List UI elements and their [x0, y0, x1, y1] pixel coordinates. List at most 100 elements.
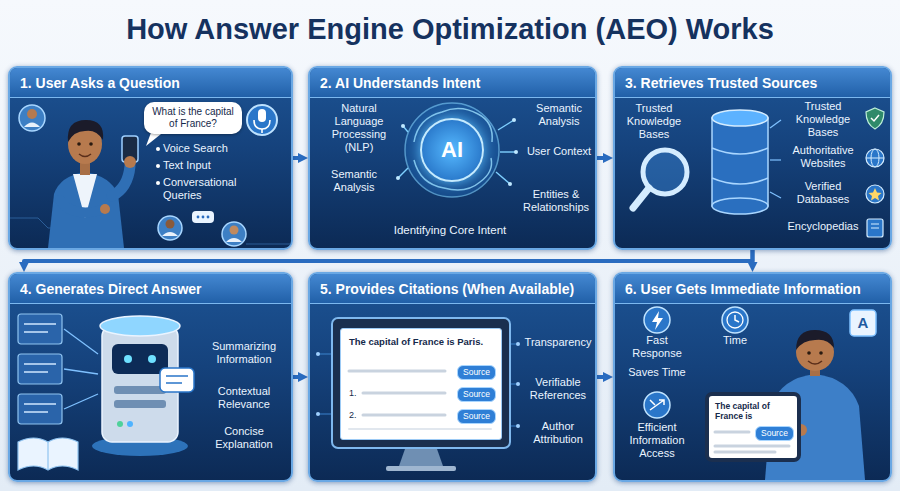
- avatar-icon: [24, 123, 40, 128]
- microphone-icon: [254, 120, 270, 129]
- ai-core-circle: AI: [420, 118, 484, 182]
- step-heading: 6. User Gets Immediate Information: [615, 274, 890, 304]
- flow-arrow: [293, 375, 300, 379]
- circuit-node: [396, 176, 400, 180]
- circuit-node: [316, 412, 320, 416]
- person-figure: [100, 204, 110, 214]
- globe-icon: [866, 158, 884, 159]
- document-lines: [24, 324, 56, 412]
- circuit-node: [401, 124, 405, 128]
- database-icon: [712, 110, 768, 214]
- bullet-dot: [156, 147, 160, 151]
- open-book-icon: [18, 438, 78, 470]
- fast-response-icon: [652, 311, 663, 330]
- bullet-dot: [156, 181, 160, 185]
- feature-label: Conversational Queries: [163, 176, 263, 202]
- small-avatar: [158, 211, 246, 246]
- text-placeholder-line: [349, 428, 491, 430]
- shield-icon: [871, 115, 879, 121]
- open-book-icon: [18, 438, 78, 470]
- feature-label: Semantic Analysis: [318, 168, 390, 194]
- step-heading: 2. AI Understands Intent: [310, 68, 595, 98]
- person-figure: [79, 154, 91, 157]
- feature-label: Time: [715, 334, 755, 347]
- person-figure: [796, 330, 834, 350]
- step-heading: 3. Retrieves Trusted Sources: [615, 68, 890, 98]
- source-tag: Source: [463, 389, 490, 400]
- book-icon: [867, 219, 883, 237]
- step-panel: 2. AI Understands IntentAI: [308, 66, 597, 250]
- tablet-screen: The capital of France is Source: [705, 392, 801, 462]
- clock-icon: [722, 307, 748, 333]
- magnifier-icon: [633, 150, 687, 208]
- magnifier-icon: [633, 188, 649, 208]
- document-icon: [18, 314, 62, 424]
- person-figure: [124, 156, 136, 168]
- feature-label: Summarizing Information: [202, 340, 286, 366]
- small-avatar: [162, 232, 178, 236]
- answer-preview: The capital of France is: [715, 401, 791, 421]
- document-lines: [24, 324, 56, 332]
- source-pill: Source: [457, 387, 496, 402]
- star-badge-icon: [869, 188, 882, 201]
- feature-label: Concise Explanation: [202, 425, 286, 451]
- source-pill: Source: [755, 426, 794, 441]
- document-icon: [18, 354, 62, 384]
- small-avatar: [192, 211, 214, 223]
- feature-label: Identifying Core Intent: [380, 224, 520, 237]
- step-panel: 4. Generates Direct Answer: [8, 272, 293, 482]
- step-heading: 4. Generates Direct Answer: [10, 274, 291, 304]
- document-icon: [18, 314, 62, 344]
- feature-label: Saves Time: [622, 366, 692, 379]
- circuit-node: [512, 118, 516, 122]
- feature-label: User Context: [526, 145, 592, 158]
- person-figure: [60, 200, 102, 212]
- avatar-icon: [19, 105, 45, 131]
- database-icon: [712, 198, 768, 214]
- small-avatar: [207, 216, 210, 219]
- database-icon: [712, 110, 768, 126]
- text-placeholder-line: [715, 431, 749, 434]
- feature-label: Author Attribution: [523, 420, 593, 446]
- source-pill: Source: [457, 409, 496, 424]
- robot-server: [148, 355, 156, 363]
- feature-label: Semantic Analysis: [526, 102, 592, 128]
- speech-bubble: What is the capital of France?: [144, 102, 242, 134]
- source-tag: Source: [463, 411, 490, 422]
- document-lines: [24, 364, 56, 372]
- flow-line: [64, 329, 98, 409]
- robot-server: [117, 421, 123, 427]
- robot-server: [127, 421, 133, 427]
- circuit-trace: [500, 151, 516, 152]
- source-tag: Source: [761, 428, 788, 439]
- answer-screen: The capital of France is Paris.SourceSou…: [340, 328, 502, 440]
- circuit-node: [516, 382, 520, 386]
- small-avatar: [226, 238, 242, 242]
- circuit-trace: [498, 120, 514, 130]
- ai-label: AI: [422, 120, 482, 180]
- monitor-frame: [332, 318, 510, 471]
- person-figure: [48, 172, 124, 248]
- circuit-node: [514, 150, 518, 154]
- ai-glow: [405, 103, 499, 197]
- document-a-icon: [850, 310, 876, 336]
- step-heading: 1. User Asks a Question: [10, 68, 291, 98]
- monitor-frame: [399, 449, 443, 466]
- document-a-icon: [850, 310, 876, 336]
- text-placeholder-line: [349, 370, 445, 373]
- circuit-trace: [770, 192, 781, 198]
- database-icon: [712, 148, 768, 154]
- document-lines: [24, 404, 56, 412]
- feature-label: Transparency: [523, 336, 593, 349]
- clock-icon: [722, 307, 748, 333]
- circuit-trace: [398, 168, 408, 178]
- circuit-trace: [770, 120, 781, 128]
- feature-label: Verified Databases: [786, 180, 860, 206]
- text-placeholder-line: [349, 371, 445, 415]
- flow-arrow: [597, 375, 605, 379]
- diagram-title: How Answer Engine Optimization (AEO) Wor…: [126, 9, 774, 49]
- text-placeholder-line: [363, 392, 445, 395]
- circuit-trace: [246, 244, 291, 245]
- flow-line: [64, 329, 98, 354]
- feature-label: Voice Search: [163, 142, 273, 155]
